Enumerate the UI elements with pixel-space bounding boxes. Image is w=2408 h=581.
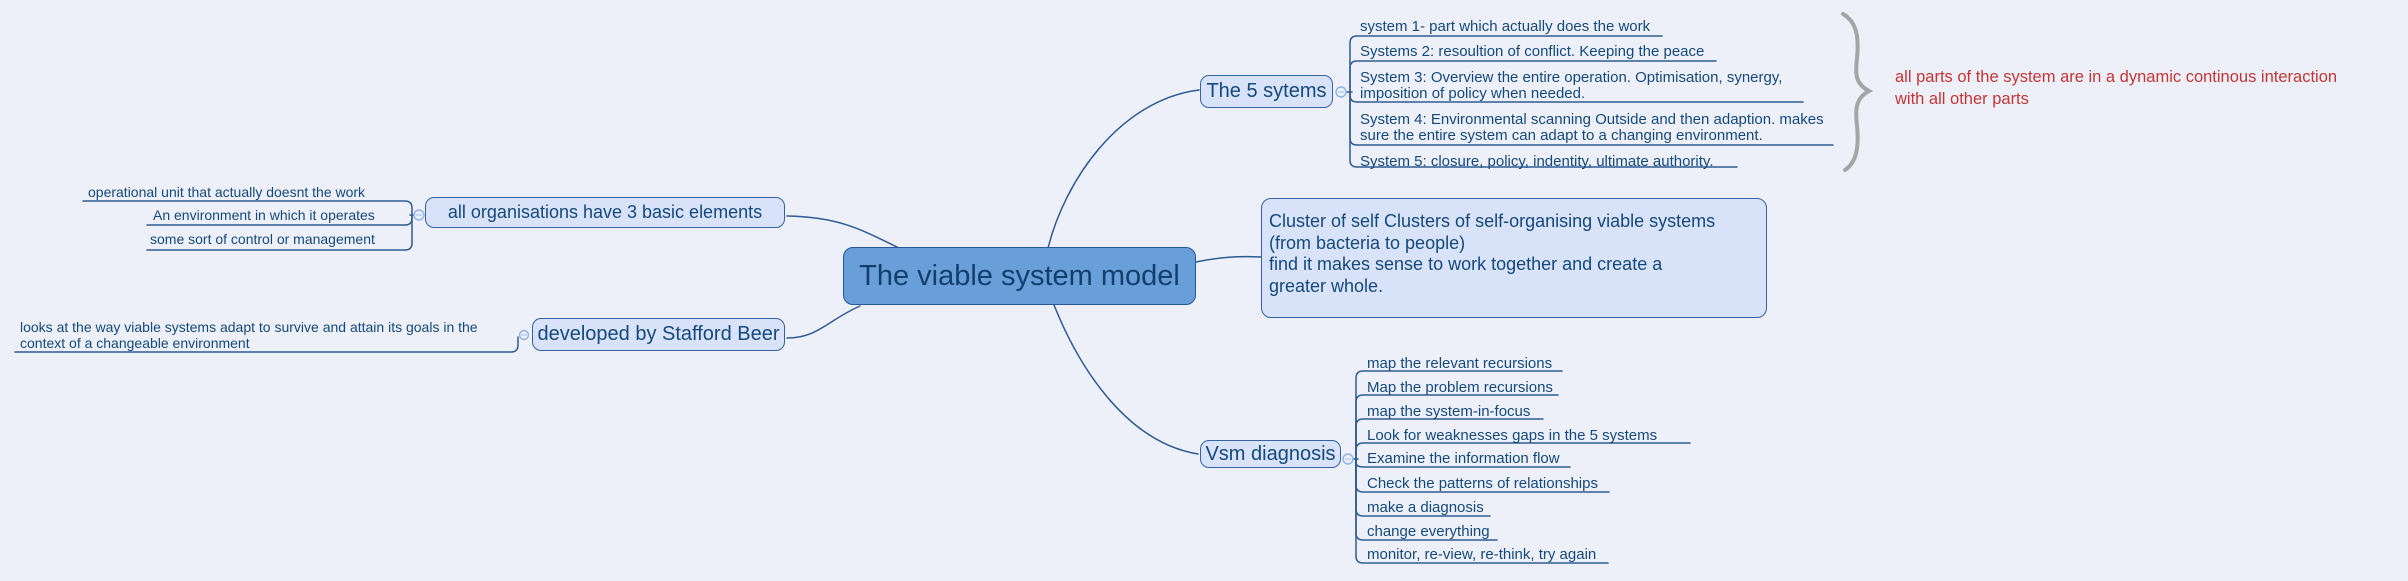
node-five-systems[interactable]: The 5 sytems bbox=[1200, 75, 1333, 108]
node-vsm-child-2[interactable]: Map the problem recursions bbox=[1367, 379, 1553, 396]
connector-vsm-child-4 bbox=[1355, 442, 1691, 460]
node-five-child-5[interactable]: System 5: closure, policy, indentity, ul… bbox=[1360, 153, 1714, 170]
edge-root-vsm bbox=[1053, 304, 1199, 455]
node-five-child-1[interactable]: system 1- part which actually does the w… bbox=[1360, 18, 1651, 35]
node-all-organisations-label: all organisations have 3 basic elements bbox=[447, 202, 763, 222]
brace-icon bbox=[1841, 12, 1874, 172]
cluster-line-1: Cluster of self Clusters of self-organis… bbox=[1269, 211, 1716, 231]
connector-vsm-child-9 bbox=[1355, 458, 1609, 564]
node-vsm-child-4[interactable]: Look for weaknesses gaps in the 5 system… bbox=[1367, 427, 1658, 444]
root-node-label: The viable system model bbox=[859, 259, 1180, 292]
connector-orgs-child-1 bbox=[82, 200, 413, 216]
edge-root-developed bbox=[786, 305, 861, 339]
node-orgs-child-2[interactable]: An environment in which it operates bbox=[153, 207, 375, 223]
node-orgs-child-1[interactable]: operational unit that actually doesnt th… bbox=[88, 184, 366, 200]
node-vsm-child-3[interactable]: map the system-in-focus bbox=[1367, 403, 1531, 420]
node-vsm-child-5[interactable]: Examine the information flow bbox=[1367, 450, 1560, 467]
node-orgs-child-3[interactable]: some sort of control or management bbox=[150, 231, 375, 247]
node-vsm-child-6[interactable]: Check the patterns of relationships bbox=[1367, 475, 1598, 492]
annotation-dynamic-interaction[interactable]: all parts of the system are in a dynamic… bbox=[1895, 66, 2337, 110]
annotation-line-1: all parts of the system are in a dynamic… bbox=[1895, 68, 2338, 86]
root-node[interactable]: The viable system model bbox=[843, 247, 1196, 305]
node-all-organisations[interactable]: all organisations have 3 basic elements bbox=[425, 197, 785, 228]
cluster-line-2: (from bacteria to people) bbox=[1269, 232, 1466, 253]
connector-vsm-child-3 bbox=[1355, 418, 1544, 460]
connector-five-child-2 bbox=[1349, 60, 1717, 93]
edge-root-all-organisations bbox=[786, 215, 900, 249]
node-vsm-child-1[interactable]: map the relevant recursions bbox=[1367, 355, 1553, 372]
connector-orgs-child-3 bbox=[146, 214, 413, 251]
node-five-child-4[interactable]: System 4: Environmental scanning Outside… bbox=[1360, 111, 1824, 144]
connector-five-child-5 bbox=[1349, 91, 1738, 168]
cluster-line-4: greater whole. bbox=[1269, 275, 1384, 296]
connector-five-child-1 bbox=[1349, 35, 1663, 93]
node-five-systems-label: The 5 sytems bbox=[1206, 80, 1327, 102]
node-vsm-label: Vsm diagnosis bbox=[1205, 442, 1336, 465]
node-developed-child-1[interactable]: looks at the way viable systems adapt to… bbox=[20, 319, 478, 351]
node-vsm-child-9[interactable]: monitor, re-view, re-think, try again bbox=[1367, 546, 1597, 563]
edge-root-cluster bbox=[1195, 255, 1262, 263]
node-developed-label: developed by Stafford Beer bbox=[537, 323, 780, 345]
connector-vsm-child-1 bbox=[1355, 370, 1563, 460]
node-developed[interactable]: developed by Stafford Beer bbox=[532, 318, 785, 351]
node-five-child-3[interactable]: System 3: Overview the entire operation.… bbox=[1360, 69, 1783, 102]
connector-developed-child-1 bbox=[14, 336, 519, 353]
node-cluster[interactable]: Cluster of self Clusters of self-organis… bbox=[1261, 198, 1767, 318]
node-vsm-child-7[interactable]: make a diagnosis bbox=[1367, 499, 1484, 516]
edge-root-five-systems bbox=[1047, 89, 1200, 249]
cluster-line-3: find it makes sense to work together and… bbox=[1269, 254, 1663, 274]
node-five-child-2[interactable]: Systems 2: resoultion of conflict. Keepi… bbox=[1360, 43, 1705, 60]
node-vsm-child-8[interactable]: change everything bbox=[1367, 523, 1490, 540]
node-vsm[interactable]: Vsm diagnosis bbox=[1200, 440, 1341, 468]
connector-vsm-child-2 bbox=[1355, 394, 1559, 460]
annotation-line-2: with all other parts bbox=[1895, 90, 2029, 108]
